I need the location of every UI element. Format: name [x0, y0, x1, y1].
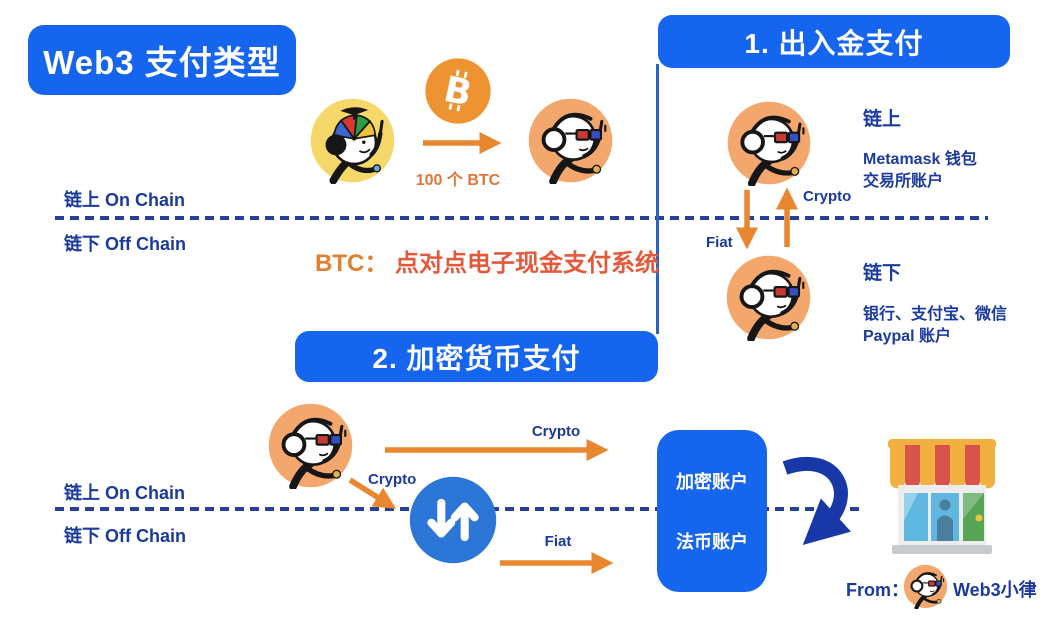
section1-header: 1. 出入金支付 — [658, 15, 1010, 68]
section2-header: 2. 加密货币支付 — [295, 331, 658, 382]
section1-onchain-line2: 交易所账户 — [863, 173, 944, 190]
merchant-accounts-box: 加密账户 法币账户 — [657, 430, 767, 592]
btc-note-prefix: BTC： — [315, 250, 389, 277]
section1-offchain-line2: Paypal 账户 — [863, 328, 952, 345]
section1-crypto-label: Crypto — [803, 188, 852, 205]
off-chain-label-bottom: 链下 Off Chain — [64, 526, 186, 546]
section1-offchain-heading: 链下 — [863, 263, 902, 284]
section1-offchain-line1: 银行、支付宝、微信 — [863, 306, 1008, 323]
bitcoin-icon — [425, 58, 491, 124]
section-connector-line — [656, 64, 659, 334]
section1-onchain-heading: 链上 — [863, 109, 902, 130]
page-title-label: Web3 支付类型 — [43, 44, 281, 81]
chain-divider-top — [55, 216, 988, 220]
page-title: Web3 支付类型 — [28, 25, 296, 95]
section2-crypto-diag-label: Crypto — [368, 471, 417, 488]
fiat-account-label: 法币账户 — [676, 532, 748, 552]
swap-exchange-icon — [408, 475, 498, 565]
section2-fiat-label: Fiat — [544, 533, 572, 550]
section1-fiat-label: Fiat — [706, 234, 733, 251]
section1-title-label: 1. 出入金支付 — [744, 27, 924, 59]
section2-payer-avatar-icon — [267, 402, 354, 489]
section1-onchain-line1: Metamask 钱包 — [863, 151, 977, 168]
exchange-curved-arrow — [782, 456, 852, 546]
section1-offchain-avatar-icon — [725, 254, 812, 341]
btc-amount-label: 100 个 BTC — [415, 172, 501, 189]
off-chain-label-top: 链下 Off Chain — [64, 234, 186, 254]
section1-onchain-avatar-icon — [726, 100, 812, 186]
crypto-account-label: 加密账户 — [676, 472, 748, 492]
payee-avatar-3dglasses-icon — [527, 97, 614, 184]
btc-note-text: 点对点电子现金支付系统 — [395, 250, 659, 277]
btc-note: BTC： 点对点电子现金支付系统 — [315, 243, 659, 278]
footer-from-label: From： — [846, 580, 909, 600]
on-chain-label-top: 链上 On Chain — [64, 190, 185, 210]
payer-avatar-propeller-icon — [309, 97, 396, 184]
on-chain-label-bottom: 链上 On Chain — [64, 483, 185, 503]
footer-author-label: Web3小律 — [953, 580, 1037, 600]
author-avatar-icon — [903, 564, 948, 609]
section2-title-label: 2. 加密货币支付 — [372, 342, 581, 374]
section2-crypto-top-label: Crypto — [531, 423, 581, 440]
merchant-store-icon — [888, 439, 996, 554]
